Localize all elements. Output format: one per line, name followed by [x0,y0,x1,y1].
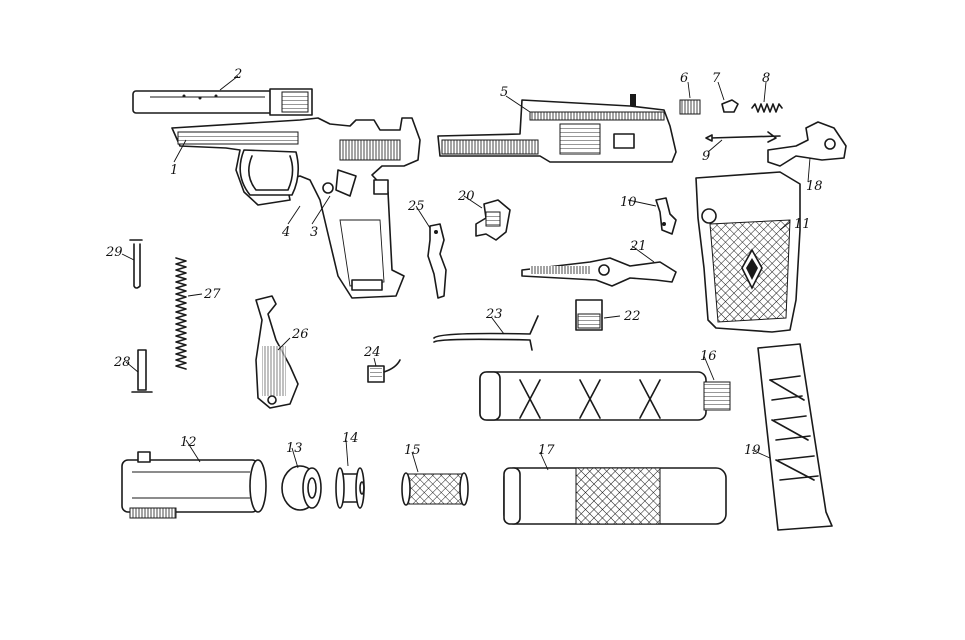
part-27-spring [175,257,187,370]
part-1-frame [171,117,421,299]
part-6 [679,99,701,115]
part-8-spring [751,103,783,113]
part-15 [401,472,469,506]
label-24: 24 [363,345,381,360]
label-21: 21 [629,239,647,254]
part-21-lever [521,257,677,287]
part-29 [129,239,143,289]
label-26: 26 [291,327,309,342]
part-23-rod [433,315,539,351]
part-22 [575,299,603,331]
label-15: 15 [404,443,421,458]
label-16: 16 [700,349,717,364]
label-1: 1 [170,163,178,178]
label-20: 20 [457,189,475,204]
part-25-trigger [427,223,447,299]
label-22: 22 [623,309,641,324]
label-17: 17 [538,443,555,458]
label-29: 29 [105,245,123,260]
label-4: 4 [281,225,290,240]
label-2: 2 [233,67,242,82]
label-11: 11 [794,217,811,232]
label-9: 9 [702,149,710,164]
part-26 [255,295,299,409]
label-14: 14 [342,431,359,446]
part-17 [503,467,727,525]
label-25: 25 [407,199,425,214]
part-18-hammer [767,121,847,167]
label-28: 28 [113,355,131,370]
part-5-slide [437,94,677,163]
label-12: 12 [180,435,197,450]
label-18: 18 [806,179,823,194]
part-19-magazine [757,343,833,531]
label-6: 6 [680,71,688,86]
label-13: 13 [286,441,303,456]
label-23: 23 [485,307,503,322]
part-labels: 1 2 3 4 5 6 7 8 9 10 11 12 13 14 15 16 1… [105,67,823,458]
label-3: 3 [310,225,318,240]
label-8: 8 [762,71,770,86]
part-12 [121,451,267,519]
label-19: 19 [744,443,761,458]
part-10 [655,197,677,235]
part-9-pin [705,131,781,143]
part-20 [475,199,511,241]
part-13 [281,465,322,511]
label-5: 5 [500,85,508,100]
part-16 [479,371,731,421]
part-2-barrel [132,88,313,116]
label-27: 27 [203,287,221,302]
part-11-grip [695,171,801,333]
part-14 [335,467,365,509]
part-28 [131,349,153,393]
part-7 [721,99,739,113]
label-10: 10 [620,195,637,210]
label-7: 7 [712,71,721,86]
part-24 [367,359,401,383]
leader-lines [121,75,811,473]
